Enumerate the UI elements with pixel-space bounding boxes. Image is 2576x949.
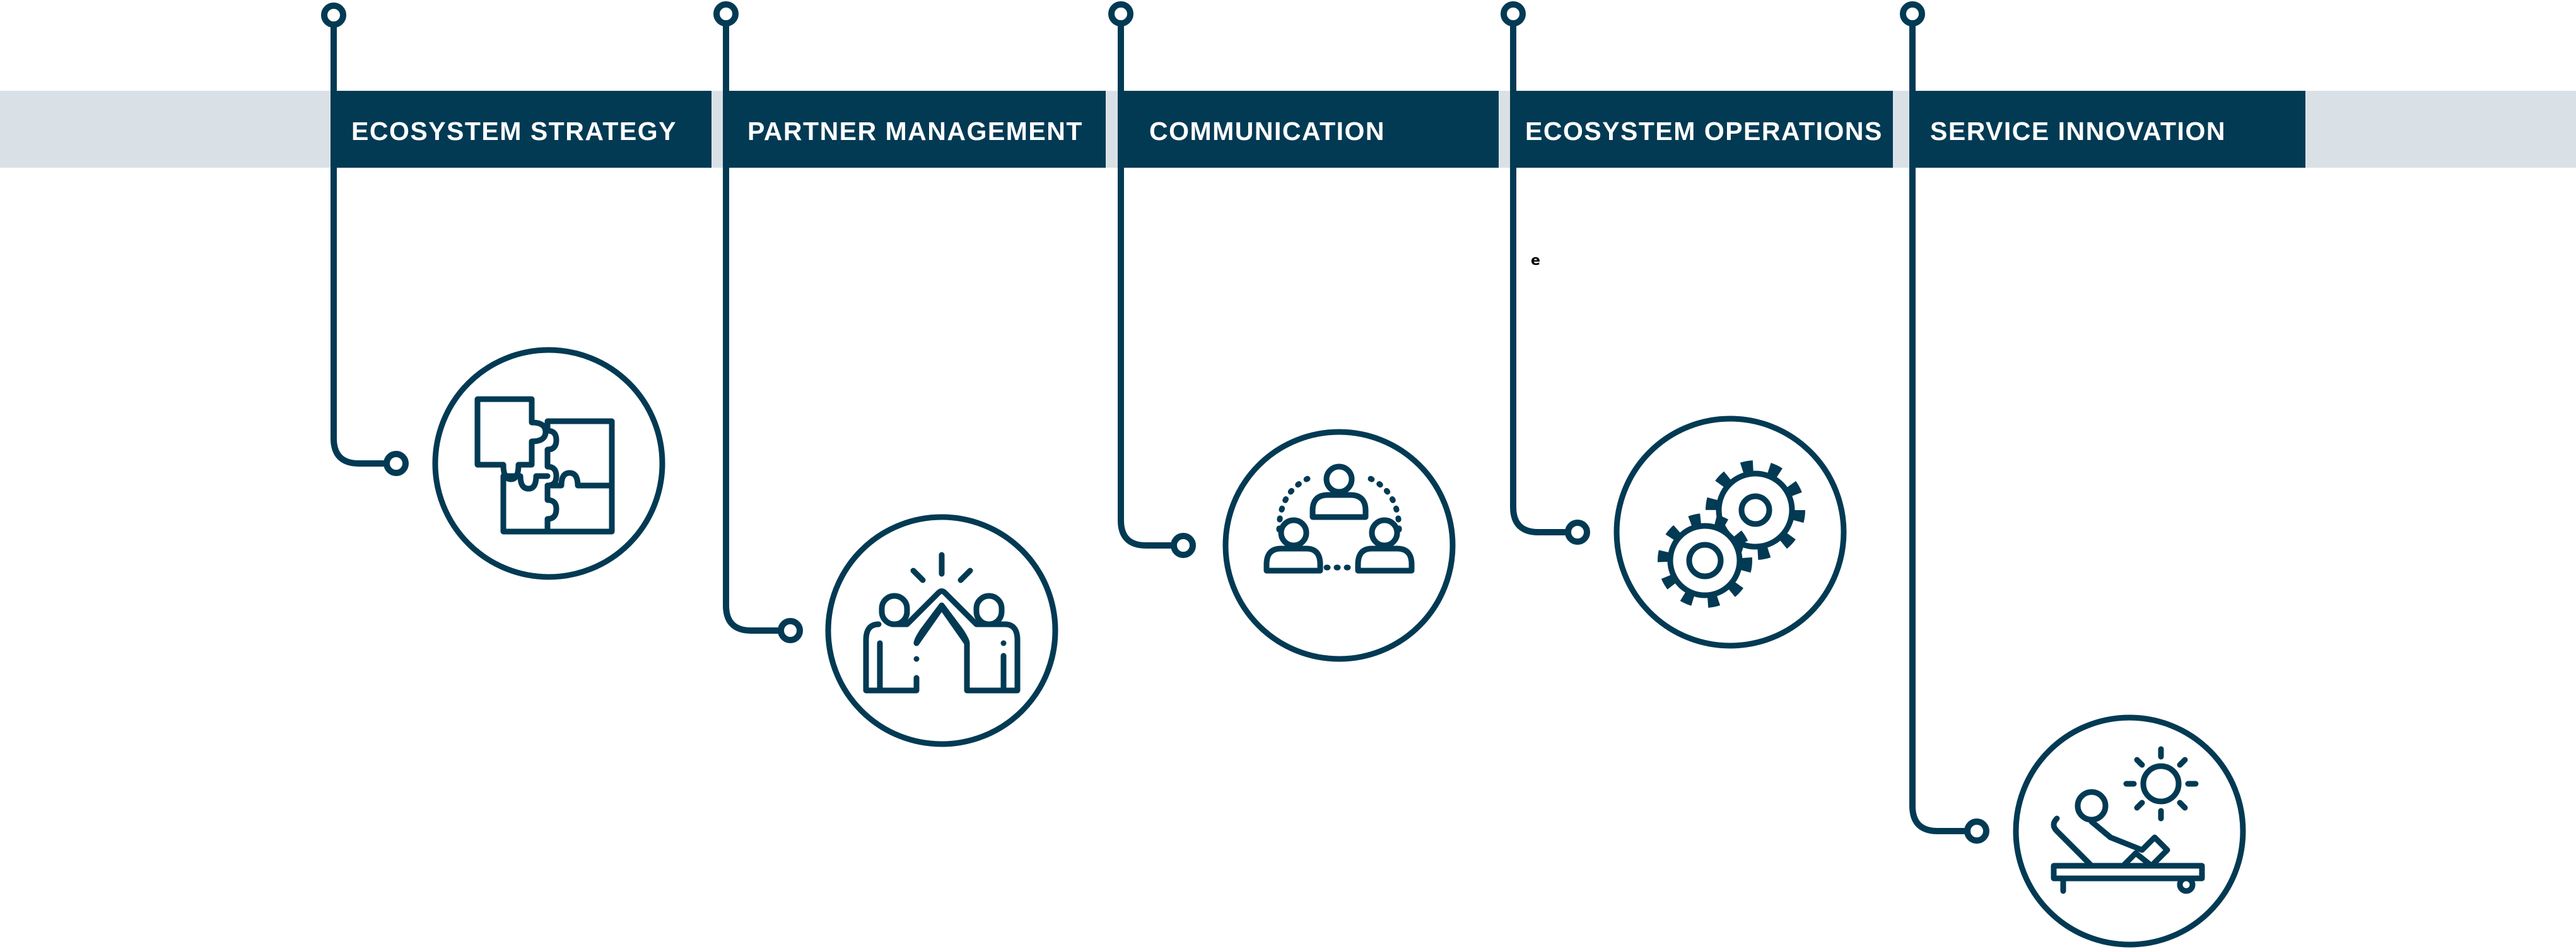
stage-label-service-innovation: SERVICE INNOVATION [1914, 91, 2305, 168]
connector-3 [1108, 1, 1196, 558]
relaxing-sun-lounger-icon [2013, 714, 2246, 948]
connector-1 [321, 3, 409, 476]
team-network-icon [1222, 429, 1456, 662]
stage-label-text: PARTNER MANAGEMENT [747, 117, 1083, 146]
connector-5 [1900, 1, 1989, 844]
stage-label-text: ECOSYSTEM OPERATIONS [1525, 117, 1883, 146]
high-five-icon [825, 514, 1058, 747]
stray-glyph: e [1531, 253, 1540, 269]
gears-icon [1613, 416, 1847, 649]
stage-label-ecosystem-strategy: ECOSYSTEM STRATEGY [332, 91, 711, 168]
stage-label-text: ECOSYSTEM STRATEGY [351, 117, 677, 146]
stage-label-partner-management: PARTNER MANAGEMENT [728, 91, 1106, 168]
stage-label-text: SERVICE INNOVATION [1930, 117, 2226, 146]
stage-label-text: COMMUNICATION [1149, 117, 1385, 146]
connector-4 [1501, 1, 1590, 545]
connector-2 [713, 1, 803, 643]
puzzle-icon [432, 347, 665, 580]
stage-label-communication: COMMUNICATION [1121, 91, 1499, 168]
stage-label-ecosystem-operations: ECOSYSTEM OPERATIONS [1515, 91, 1893, 168]
